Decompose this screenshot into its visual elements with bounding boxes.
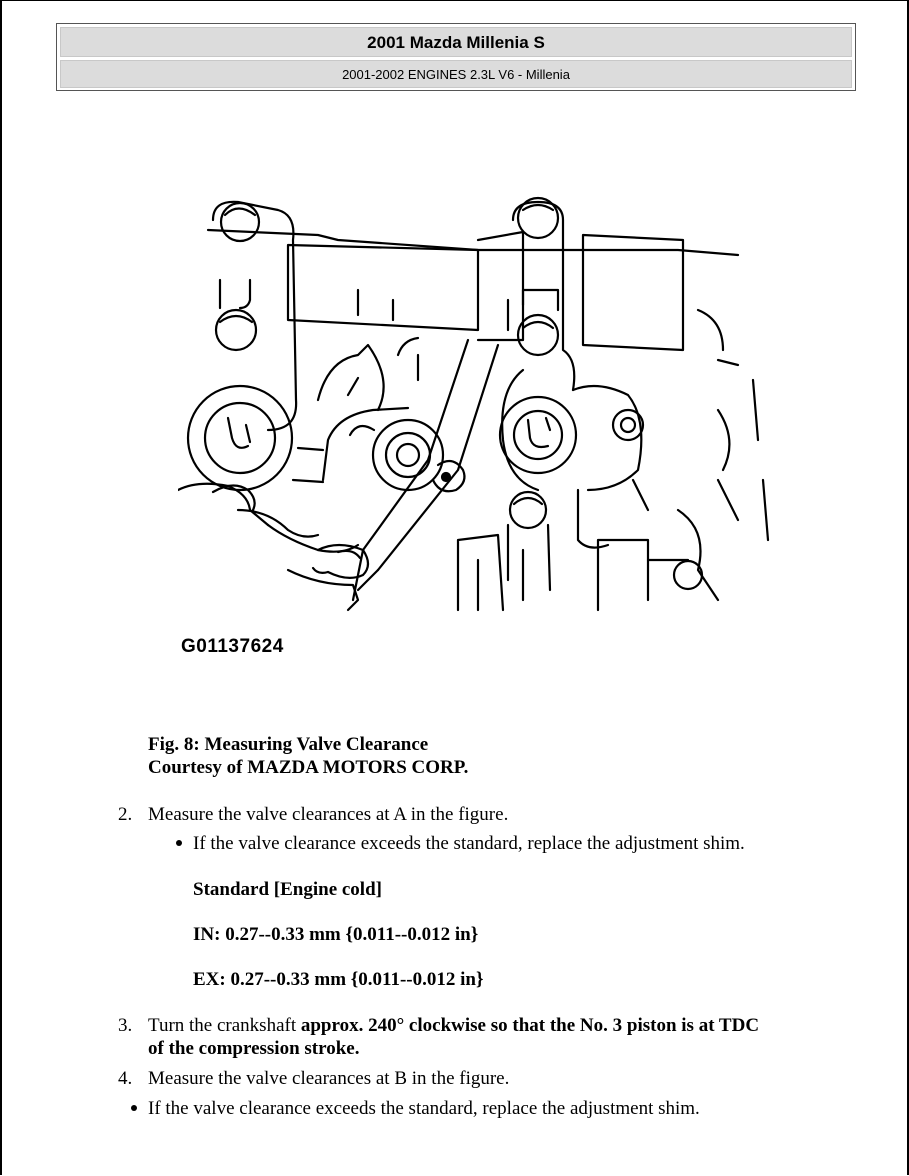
step-4-text: Measure the valve clearances at B in the… (148, 1068, 510, 1089)
caption-title: Fig. 8: Measuring Valve Clearance (148, 734, 429, 755)
step-3-text-plain: Turn the crankshaft (148, 1015, 301, 1036)
step-3-text-line2: of the compression stroke. (148, 1038, 360, 1059)
valve-clearance-illustration (178, 196, 770, 612)
figure-caption: Fig. 8: Measuring Valve Clearance Courte… (148, 733, 468, 779)
document-header: 2001 Mazda Millenia S 2001-2002 ENGINES … (56, 23, 856, 91)
step-4-bullet: If the valve clearance exceeds the stand… (148, 1098, 700, 1119)
document-title: 2001 Mazda Millenia S (60, 27, 852, 57)
step-4-number: 4. (118, 1068, 133, 1089)
standard-heading: Standard [Engine cold] (193, 879, 382, 900)
step-2-text: Measure the valve clearances at A in the… (148, 804, 509, 825)
bullet-icon (176, 840, 182, 846)
caption-credit: Courtesy of MAZDA MOTORS CORP. (148, 757, 469, 778)
document-subtitle: 2001-2002 ENGINES 2.3L V6 - Millenia (60, 60, 852, 88)
step-2-number: 2. (118, 804, 133, 825)
step-2-bullet: If the valve clearance exceeds the stand… (193, 833, 745, 854)
step-3-text: Turn the crankshaft approx. 240° clockwi… (148, 1014, 759, 1037)
step-3-text-bold: approx. 240° clockwise so that the No. 3… (300, 1015, 760, 1036)
bullet-icon (131, 1105, 137, 1111)
standard-ex: EX: 0.27--0.33 mm {0.011--0.012 in} (193, 969, 484, 990)
figure-id: G01137624 (181, 636, 284, 657)
step-3-number: 3. (118, 1015, 133, 1036)
standard-in: IN: 0.27--0.33 mm {0.011--0.012 in} (193, 924, 479, 945)
